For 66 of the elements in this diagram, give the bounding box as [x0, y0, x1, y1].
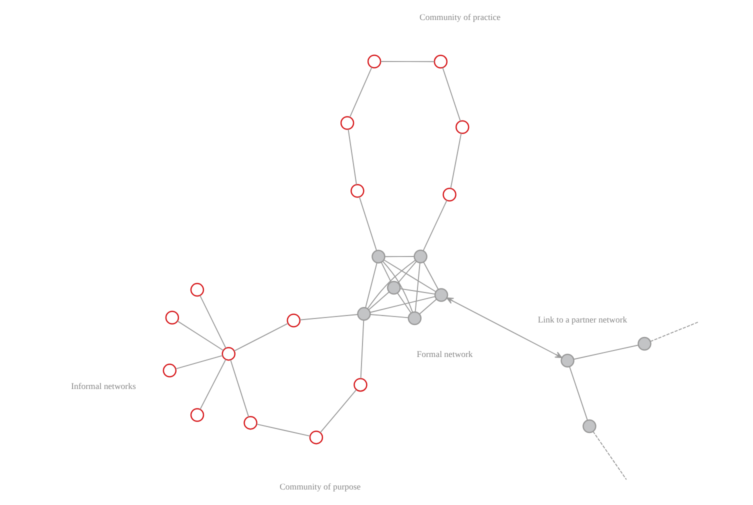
connector	[320, 389, 357, 434]
connector	[365, 262, 378, 308]
connector	[650, 321, 700, 342]
connector	[349, 66, 372, 118]
connector	[398, 260, 417, 284]
connector	[370, 314, 409, 318]
node-circle	[456, 120, 470, 134]
connector	[569, 366, 588, 421]
node-circle	[372, 250, 386, 264]
connector	[368, 292, 390, 310]
connector	[367, 260, 416, 310]
node-circle	[162, 364, 177, 378]
connector	[422, 200, 448, 252]
node-circle	[190, 408, 204, 422]
node-circle	[357, 307, 371, 321]
node-circle	[387, 280, 401, 295]
node-circle	[190, 282, 204, 297]
node-circle	[638, 336, 652, 351]
connector	[358, 196, 378, 252]
connector	[383, 259, 436, 292]
node-circle	[354, 378, 368, 392]
label: Community of purpose	[280, 482, 361, 492]
node-circle	[244, 416, 258, 430]
arrow	[446, 297, 562, 358]
connector	[380, 262, 392, 283]
connector	[382, 260, 414, 313]
node-circle	[350, 184, 364, 198]
node-circle	[340, 116, 354, 130]
connector	[360, 320, 364, 380]
connector	[450, 132, 462, 189]
node-circle	[165, 310, 180, 325]
node-circle	[414, 250, 428, 264]
connector	[380, 61, 435, 62]
node-circle	[222, 346, 236, 361]
node-circle	[434, 288, 448, 302]
connector	[442, 67, 461, 122]
connector	[400, 288, 436, 294]
connector	[414, 262, 420, 312]
label: Informal networks	[71, 380, 136, 391]
connector	[175, 355, 223, 370]
node-circle	[434, 54, 448, 69]
connector	[234, 322, 288, 352]
connector	[230, 359, 250, 418]
connector	[256, 424, 310, 437]
connector	[300, 314, 358, 320]
connector	[573, 344, 639, 360]
label: Link to a partner network	[538, 314, 628, 325]
node-circle	[442, 188, 456, 202]
node-circle	[309, 430, 324, 444]
node-circle	[367, 54, 382, 68]
connector	[419, 298, 437, 314]
node-circle	[286, 314, 301, 328]
label: Community of practice	[420, 12, 501, 22]
node-circle	[582, 419, 596, 434]
label: Formal network	[416, 348, 473, 359]
connector	[592, 430, 627, 480]
connector	[177, 320, 224, 351]
connector	[200, 359, 226, 410]
connector	[423, 262, 439, 290]
connector	[348, 128, 357, 186]
connector	[384, 256, 415, 258]
node-circle	[560, 354, 574, 368]
connector	[200, 295, 226, 349]
connector	[370, 296, 436, 313]
connector	[397, 292, 412, 314]
node-circle	[408, 311, 422, 326]
